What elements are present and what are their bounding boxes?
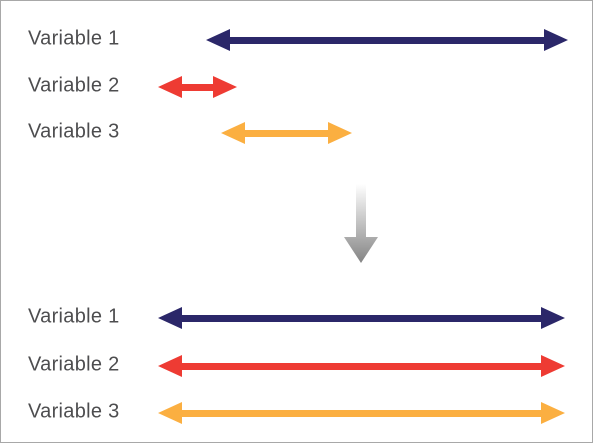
variable-label: Variable 3 <box>28 120 120 143</box>
arrow-shaft <box>230 36 544 44</box>
arrowhead-left-icon <box>221 122 245 144</box>
double-arrow <box>158 307 565 329</box>
variable-label: Variable 1 <box>28 27 120 50</box>
variable-label: Variable 1 <box>28 305 120 328</box>
arrowhead-left-icon <box>158 355 182 377</box>
arrowhead-right-icon <box>544 29 568 51</box>
variable-label: Variable 3 <box>28 400 120 423</box>
double-arrow <box>206 29 568 51</box>
arrow-shaft <box>245 129 328 137</box>
double-arrow <box>158 355 565 377</box>
arrowhead-left-icon <box>158 307 182 329</box>
variable-label: Variable 2 <box>28 74 120 97</box>
arrow-shaft <box>182 362 541 370</box>
arrowhead-right-icon <box>541 355 565 377</box>
double-arrow <box>221 122 352 144</box>
double-arrow <box>158 76 237 98</box>
transform-down-arrow-icon <box>344 184 378 263</box>
arrowhead-left-icon <box>158 402 182 424</box>
arrow-shaft <box>182 83 213 91</box>
arrowhead-right-icon <box>213 76 237 98</box>
arrowhead-left-icon <box>206 29 230 51</box>
arrow-shaft <box>182 314 541 322</box>
arrowhead-left-icon <box>158 76 182 98</box>
arrow-shaft <box>182 409 541 417</box>
arrowhead-right-icon <box>328 122 352 144</box>
double-arrow <box>158 402 565 424</box>
arrowhead-right-icon <box>541 307 565 329</box>
variable-label: Variable 2 <box>28 353 120 376</box>
arrowhead-right-icon <box>541 402 565 424</box>
